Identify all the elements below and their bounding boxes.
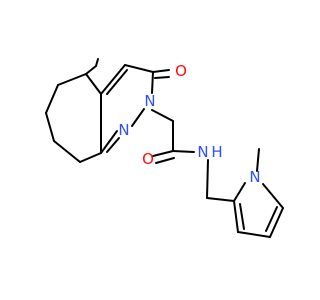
atom-nitrogen-ring-b: N <box>118 121 129 139</box>
bond-camide-o-double <box>155 157 175 164</box>
bond-c3p-c2 <box>233 200 239 233</box>
bond-c9-c10 <box>53 140 81 163</box>
bond-camide-o <box>152 150 174 157</box>
bond-camide-n <box>172 150 195 153</box>
atom-nitrogen-pyrrole: N <box>249 168 260 186</box>
bond-n1-c10a <box>100 130 118 154</box>
bond-c5p-c4p <box>269 207 284 238</box>
bond-c10-c10a <box>79 152 102 163</box>
bond-c5p-c4p-double <box>265 206 278 232</box>
molecule-structure: O N N O N H N <box>45 58 284 238</box>
bond-n2-ch2 <box>151 109 174 122</box>
bond-c3p-c2-double <box>239 203 245 230</box>
bond-n1-c10a-double <box>106 137 120 153</box>
atom-oxygen-amide: O <box>142 150 154 168</box>
atom-labels: O N N O N H N <box>118 62 260 186</box>
atom-oxygen-ketone: O <box>175 62 187 80</box>
bond-n1p-c5p <box>262 183 284 209</box>
bond-c5-c6 <box>85 65 97 75</box>
bond-c2-n1p <box>233 182 246 202</box>
bond-c8-c9 <box>45 112 55 142</box>
bonds <box>45 58 284 238</box>
bond-c4p-c3p <box>237 231 271 238</box>
bond-c4-c4-double <box>106 69 128 95</box>
atom-hydrogen-amide: H <box>211 143 222 161</box>
bond-ch2-c2 <box>206 197 235 202</box>
bond-n1p-methyl <box>256 148 260 172</box>
bond-c4a-c4 <box>100 64 126 95</box>
bond-n2-n1 <box>131 108 145 127</box>
bond-c6-c7 <box>57 73 87 86</box>
bond-n-ch2 <box>206 159 209 199</box>
bond-c4-c3 <box>124 64 154 73</box>
bond-c7-c8 <box>45 84 59 114</box>
atom-nitrogen-amide: N <box>197 143 208 161</box>
bond-c3-o <box>152 69 170 73</box>
bond-c4a-c5 <box>95 58 99 67</box>
atom-nitrogen-ring-a: N <box>144 92 155 110</box>
bond-c4a-c5-top <box>85 73 102 95</box>
bond-c3-n2 <box>151 71 154 94</box>
bond-c3-o-double <box>154 76 170 79</box>
